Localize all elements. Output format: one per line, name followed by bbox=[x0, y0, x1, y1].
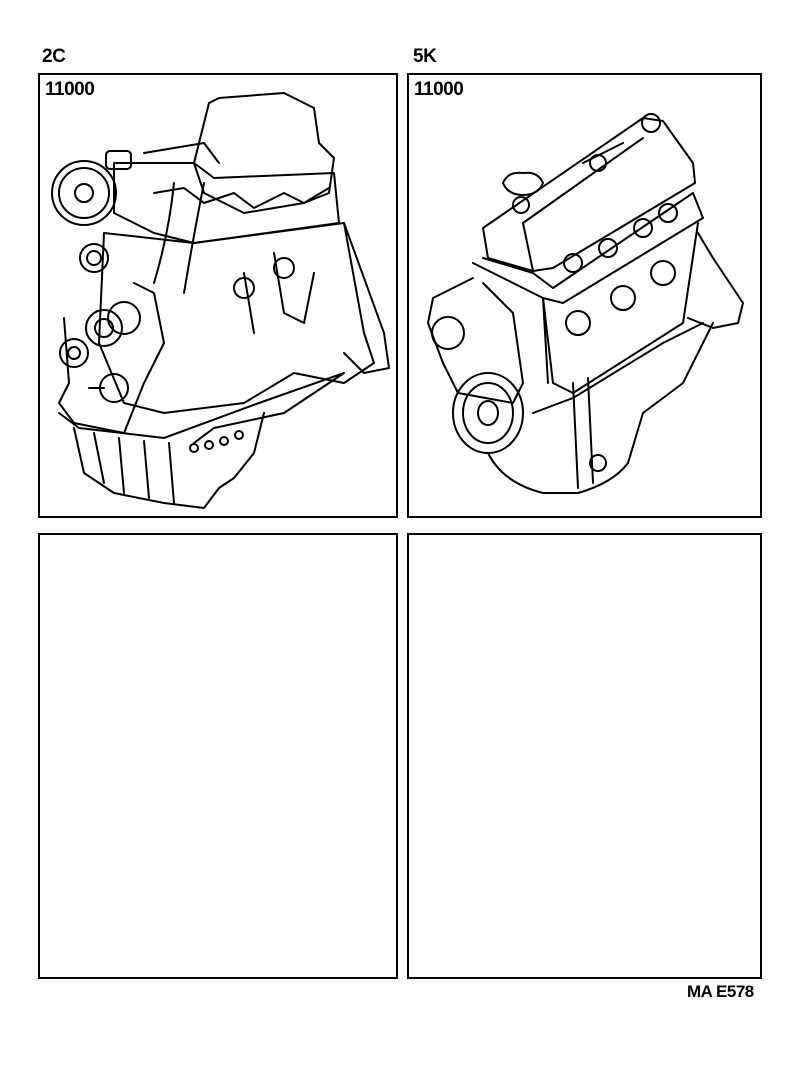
engine-block-icon bbox=[51, 92, 390, 509]
reference-code: MA E578 bbox=[687, 982, 754, 1001]
part-number-5k: 11000 bbox=[414, 79, 464, 100]
panel-2c: 11000 bbox=[38, 73, 398, 518]
engine-2c-illustration bbox=[44, 83, 394, 513]
panel-empty-bottom-right bbox=[407, 533, 762, 979]
panel-5k: 11000 bbox=[407, 73, 762, 518]
engine-5k-illustration bbox=[413, 83, 758, 513]
panel-empty-bottom-left bbox=[38, 533, 398, 979]
engine-label-2c: 2C bbox=[42, 46, 66, 67]
engine-block-icon bbox=[427, 113, 744, 494]
part-number-2c: 11000 bbox=[45, 79, 95, 100]
engine-label-5k: 5K bbox=[413, 46, 437, 67]
